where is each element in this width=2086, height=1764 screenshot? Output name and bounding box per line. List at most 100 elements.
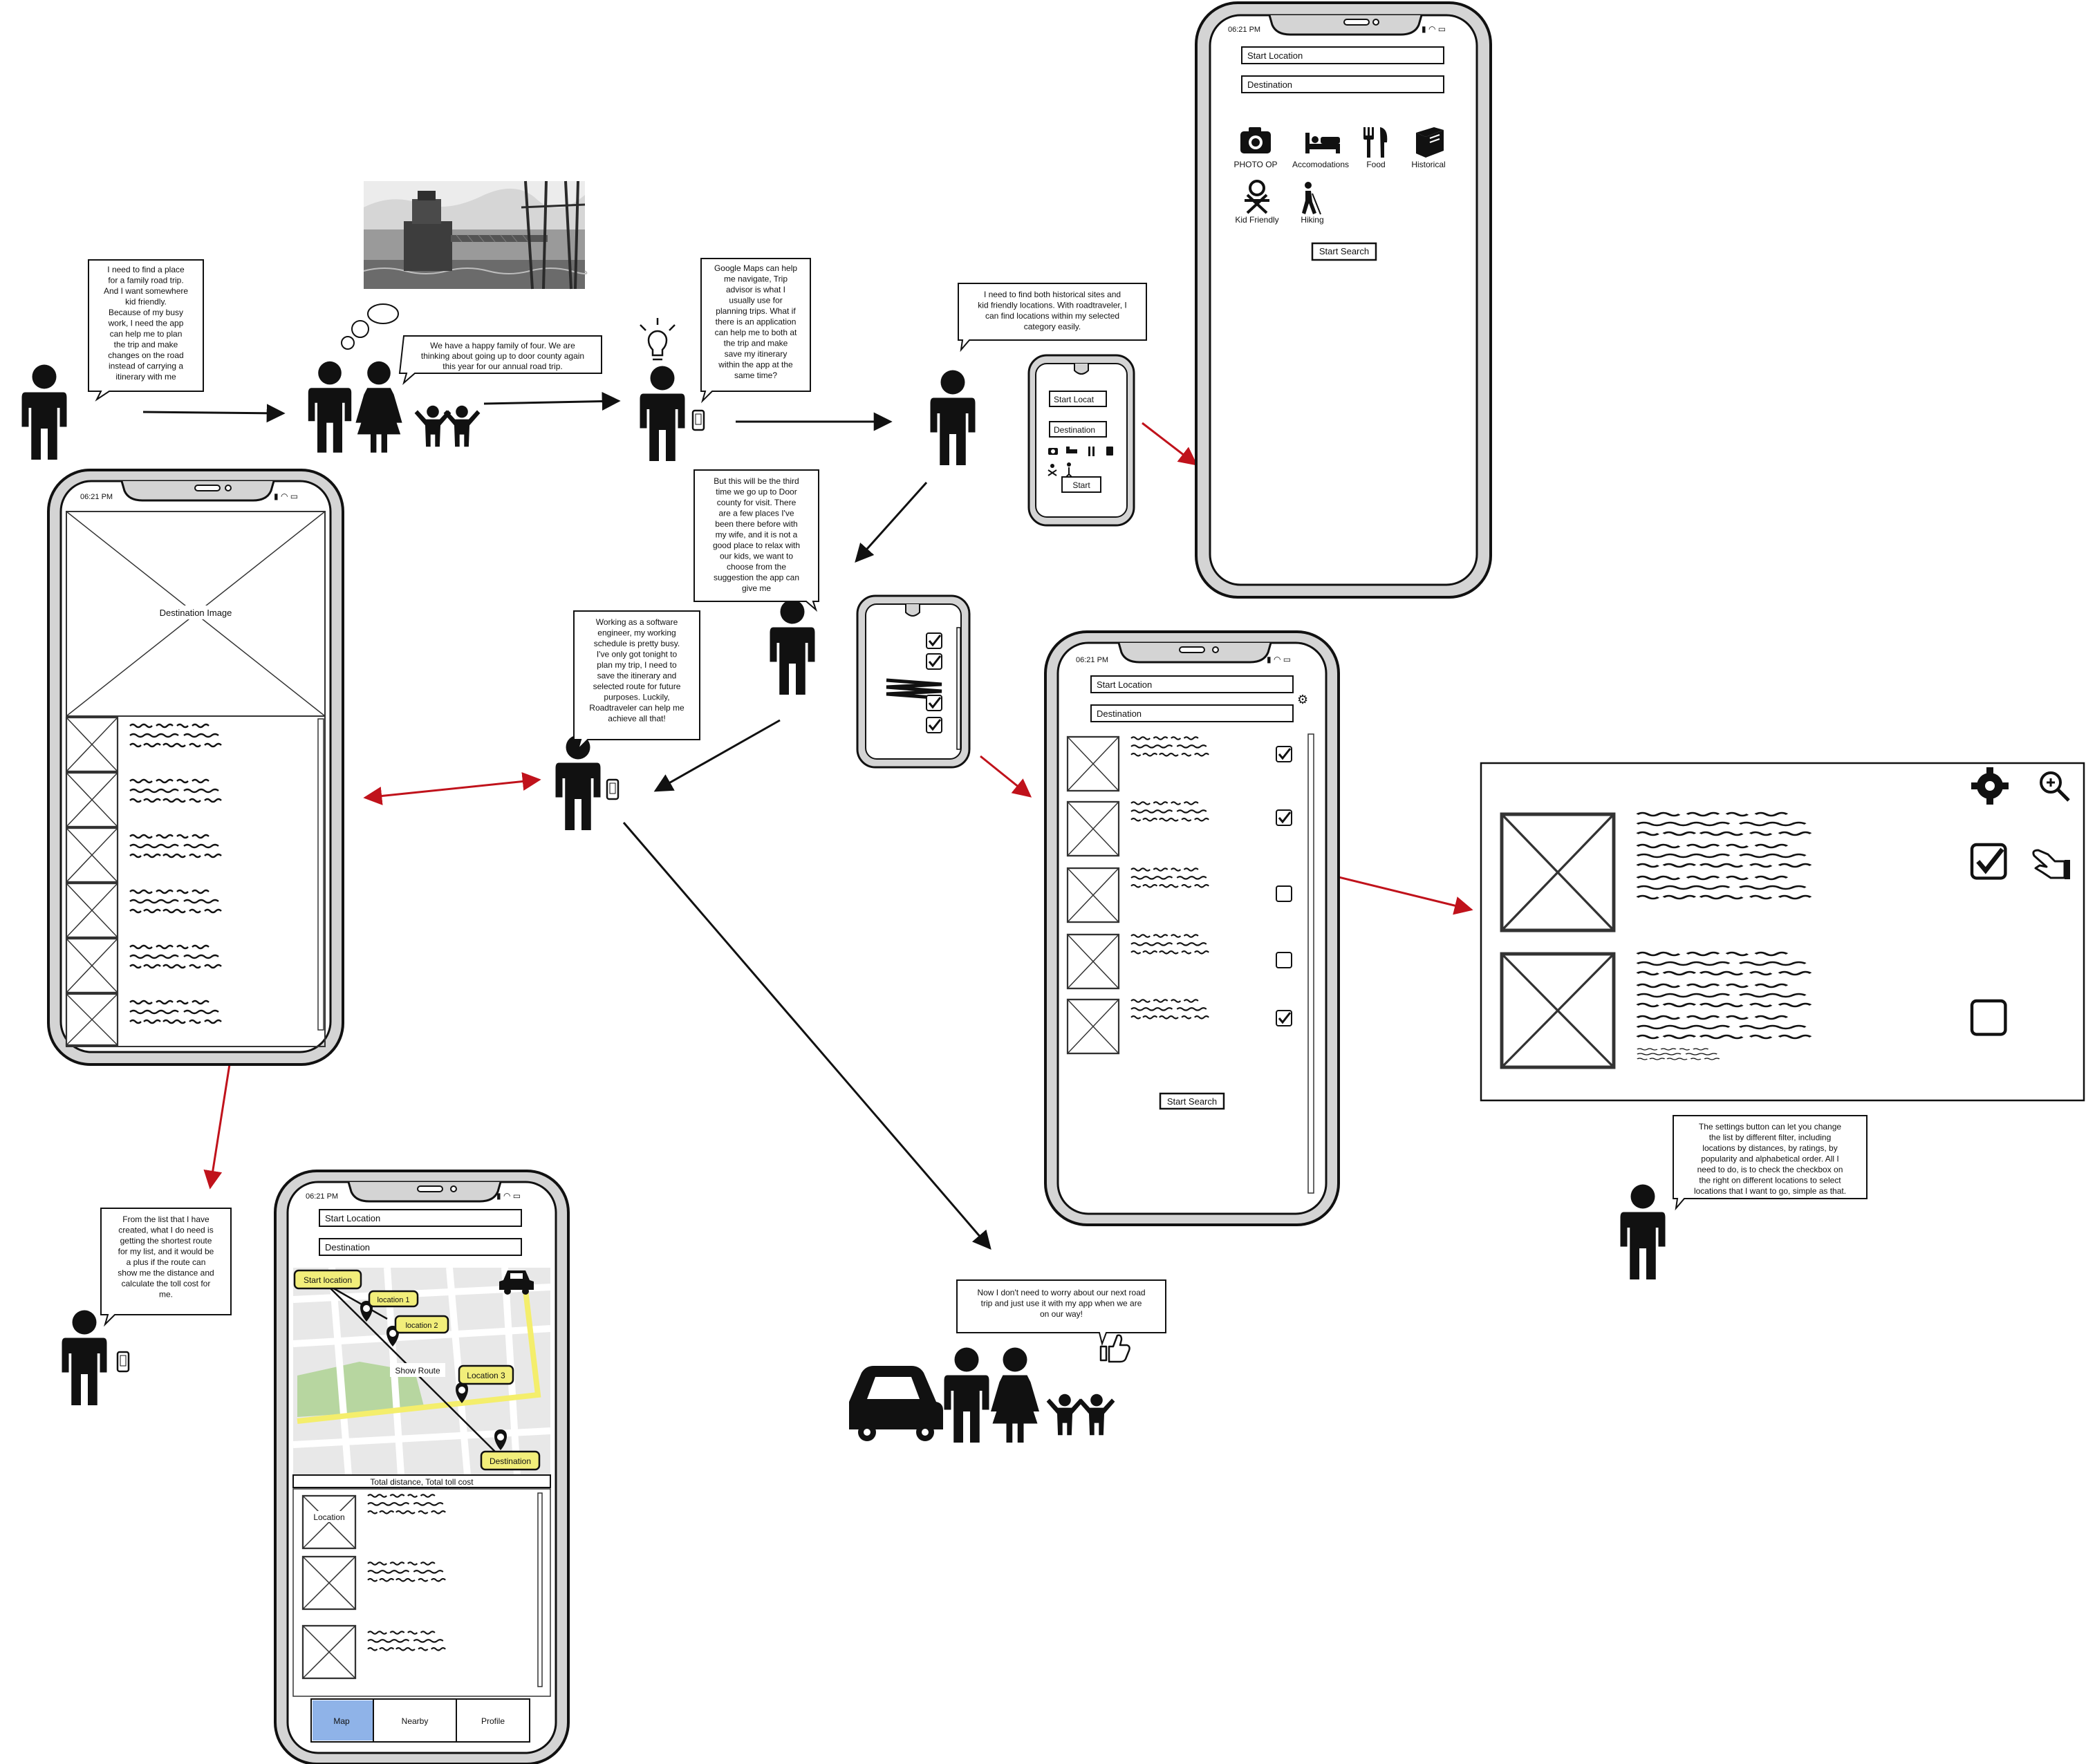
lightbulb-icon xyxy=(640,318,676,361)
category-label: Kid Friendly xyxy=(1235,215,1278,225)
bubble-line: save the itinerary and xyxy=(597,671,677,681)
route-map[interactable]: Start location location 1 location 2 Sho… xyxy=(292,1267,551,1476)
phone-results-mockup: 06:21 PM ▮ ◠ ▭ Start Location Destinatio… xyxy=(1044,630,1340,1226)
bubble-line: The settings button can let you change xyxy=(1699,1122,1841,1132)
bubble-line: popularity and alphabetical order. All I xyxy=(1701,1154,1838,1164)
category-label: Hiking xyxy=(1301,215,1323,225)
status-time: 06:21 PM xyxy=(306,1192,338,1201)
flow-arrows xyxy=(142,392,1473,1250)
map-label-location-1: location 1 xyxy=(368,1290,419,1308)
zoom-in-icon[interactable] xyxy=(2040,771,2070,802)
bubble-line: kid friendly locations. With roadtravele… xyxy=(978,301,1126,310)
bubble-line: Google Maps can help xyxy=(714,263,797,273)
watch-start-field[interactable]: Start Locat xyxy=(1054,395,1095,404)
bubble-line: Because of my busy xyxy=(109,308,183,317)
bubble-line: a plus if the route can xyxy=(127,1257,206,1267)
bottom-tab-bar: Map Nearby Profile xyxy=(310,1698,530,1743)
bubble-line: on our way! xyxy=(1040,1309,1083,1319)
bubble-line: I need to find both historical sites and xyxy=(984,290,1121,299)
bubble-line: good place to relax with xyxy=(713,541,800,550)
list-item[interactable]: Location xyxy=(301,1494,447,1550)
watch-start-button[interactable]: Start xyxy=(1072,480,1090,490)
map-label-text: location 1 xyxy=(377,1296,409,1304)
book-icon xyxy=(1416,127,1444,158)
bubble-line: within the app at the xyxy=(718,360,793,370)
bubble-line: there is an application xyxy=(716,317,797,327)
category-historical[interactable]: Historical xyxy=(1411,127,1446,169)
bubble-line: plan my trip, I need to xyxy=(597,660,677,670)
category-food[interactable]: Food xyxy=(1363,127,1388,169)
unchecked-checkbox[interactable] xyxy=(1276,885,1292,902)
category-photo-op[interactable]: PHOTO OP xyxy=(1233,127,1278,169)
tab-profile[interactable]: Profile xyxy=(481,1716,505,1726)
start-search-button[interactable]: Start Search xyxy=(1319,246,1369,256)
bubble-line: locations by distances, by ratings, by xyxy=(1702,1143,1837,1153)
svg-text:Now I don't need to worry abou: Now I don't need to worry about our next… xyxy=(977,1288,1145,1319)
watch-destination-field[interactable]: Destination xyxy=(1054,425,1095,435)
svg-text:Location: Location xyxy=(313,1512,344,1522)
unchecked-checkbox[interactable] xyxy=(1972,1001,2005,1034)
bubble-line: created, what I do need is xyxy=(118,1226,213,1235)
bubble-line: can help me to plan xyxy=(110,329,183,339)
hiker-icon xyxy=(1302,182,1321,215)
unchecked-checkbox[interactable] xyxy=(1276,952,1292,968)
tab-nearby[interactable]: Nearby xyxy=(402,1716,429,1726)
status-signal-icons: ▮ ◠ ▭ xyxy=(1267,655,1291,664)
phone-map-mockup: 06:21 PM ▮ ◠ ▭ Start Location Destinatio… xyxy=(274,1170,570,1764)
checked-checkbox[interactable] xyxy=(1275,809,1293,827)
map-label-location-3: Location 3 xyxy=(458,1364,514,1385)
bubble-line: work, I need the app xyxy=(108,319,184,328)
destination-input[interactable]: Destination xyxy=(1247,79,1292,90)
destination-input[interactable]: Destination xyxy=(1097,709,1142,719)
gear-icon[interactable] xyxy=(1971,767,2009,805)
phone-search-mockup: 06:21 PM ▮ ◠ ▭ Start Location Destinatio… xyxy=(1195,1,1492,599)
category-label: PHOTO OP xyxy=(1233,160,1277,169)
start-location-input[interactable]: Start Location xyxy=(1097,679,1152,690)
category-label: Accomodations xyxy=(1292,160,1349,169)
category-label: Food xyxy=(1366,160,1385,169)
gear-icon[interactable]: ⚙ xyxy=(1297,693,1308,706)
bubble-line: Roadtraveler can help me xyxy=(589,703,685,713)
destination-input[interactable]: Destination xyxy=(325,1242,370,1252)
bubble-line: Working as a software xyxy=(596,617,678,627)
category-accomodations[interactable]: Accomodations xyxy=(1292,133,1349,169)
bubble-line: achieve all that! xyxy=(608,714,665,724)
bubble-line: locations that I want to go, simple as t… xyxy=(1694,1186,1846,1196)
tab-map[interactable]: Map xyxy=(333,1716,350,1726)
thinking-person-icon xyxy=(770,599,815,695)
child-icon xyxy=(1245,180,1269,214)
persona-father-icon xyxy=(21,364,67,460)
map-label-text: Destination xyxy=(490,1456,531,1466)
destination-photo xyxy=(363,180,588,290)
bed-icon xyxy=(1305,133,1340,153)
category-hiking[interactable]: Hiking xyxy=(1301,182,1324,225)
thumbs-up-icon xyxy=(1099,1334,1130,1363)
bubble-line: can help me to both at xyxy=(715,328,797,337)
checked-checkbox[interactable] xyxy=(1275,745,1293,763)
svg-text:We have a happy family of four: We have a happy family of four. We areth… xyxy=(421,341,584,371)
checked-checkbox[interactable] xyxy=(1275,1009,1293,1027)
start-location-input[interactable]: Start Location xyxy=(1247,50,1303,61)
bubble-line: the trip and make xyxy=(114,340,178,350)
bubble-line: county for visit. There xyxy=(717,498,797,507)
destination-image-placeholder: Destination Image xyxy=(66,511,326,717)
start-search-button[interactable]: Start Search xyxy=(1167,1096,1217,1107)
svg-text:The settings button can let yo: The settings button can let you changeth… xyxy=(1694,1122,1846,1196)
show-route-label[interactable]: Show Route xyxy=(390,1363,445,1377)
start-location-input[interactable]: Start Location xyxy=(325,1213,380,1223)
settings-person-icon xyxy=(1620,1184,1666,1279)
checked-checkbox[interactable] xyxy=(1972,845,2005,878)
route-stop-list: Location xyxy=(301,1494,447,1680)
category-kid-friendly[interactable]: Kid Friendly xyxy=(1235,180,1279,225)
bubble-line: suggestion the app can xyxy=(714,573,799,583)
engineer-person-icon xyxy=(555,735,620,830)
watch-checklist-mockup xyxy=(856,594,971,769)
route-person-icon xyxy=(62,1310,130,1405)
